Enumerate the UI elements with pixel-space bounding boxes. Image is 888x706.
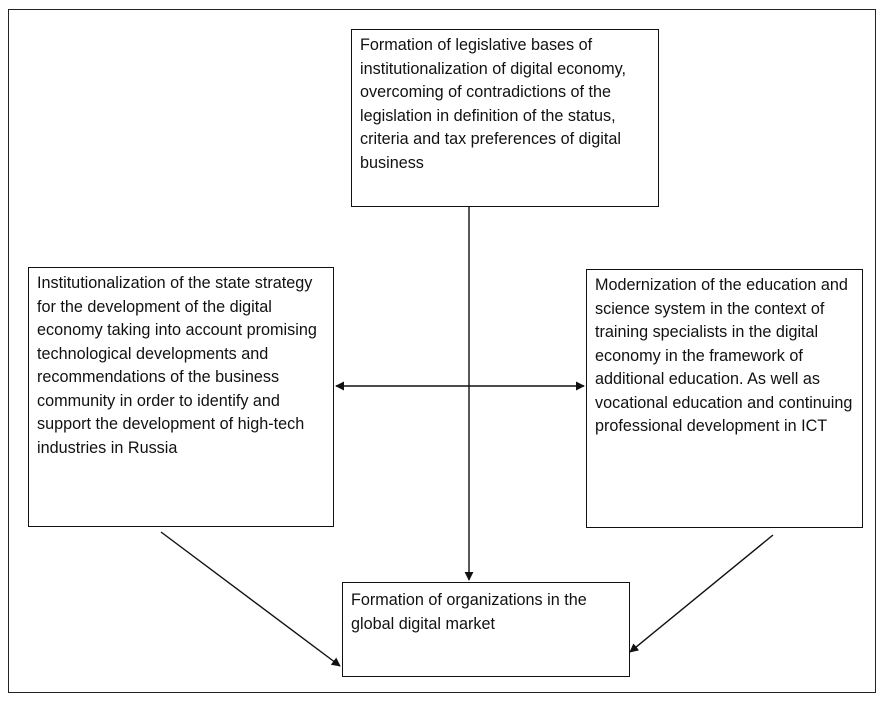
state-strategy-box: Institutionalization of the state strate… [28, 267, 334, 527]
diagram-frame [8, 9, 876, 693]
state-strategy-text: Institutionalization of the state strate… [37, 274, 317, 457]
global-digital-market-text: Formation of organizations in the global… [351, 591, 587, 633]
legislative-bases-text: Formation of legislative bases of instit… [360, 36, 627, 172]
global-digital-market-box: Formation of organizations in the global… [342, 582, 630, 677]
legislative-bases-box: Formation of legislative bases of instit… [351, 29, 659, 207]
education-modernization-box: Modernization of the education and scien… [586, 269, 863, 528]
education-modernization-text: Modernization of the education and scien… [595, 276, 853, 435]
